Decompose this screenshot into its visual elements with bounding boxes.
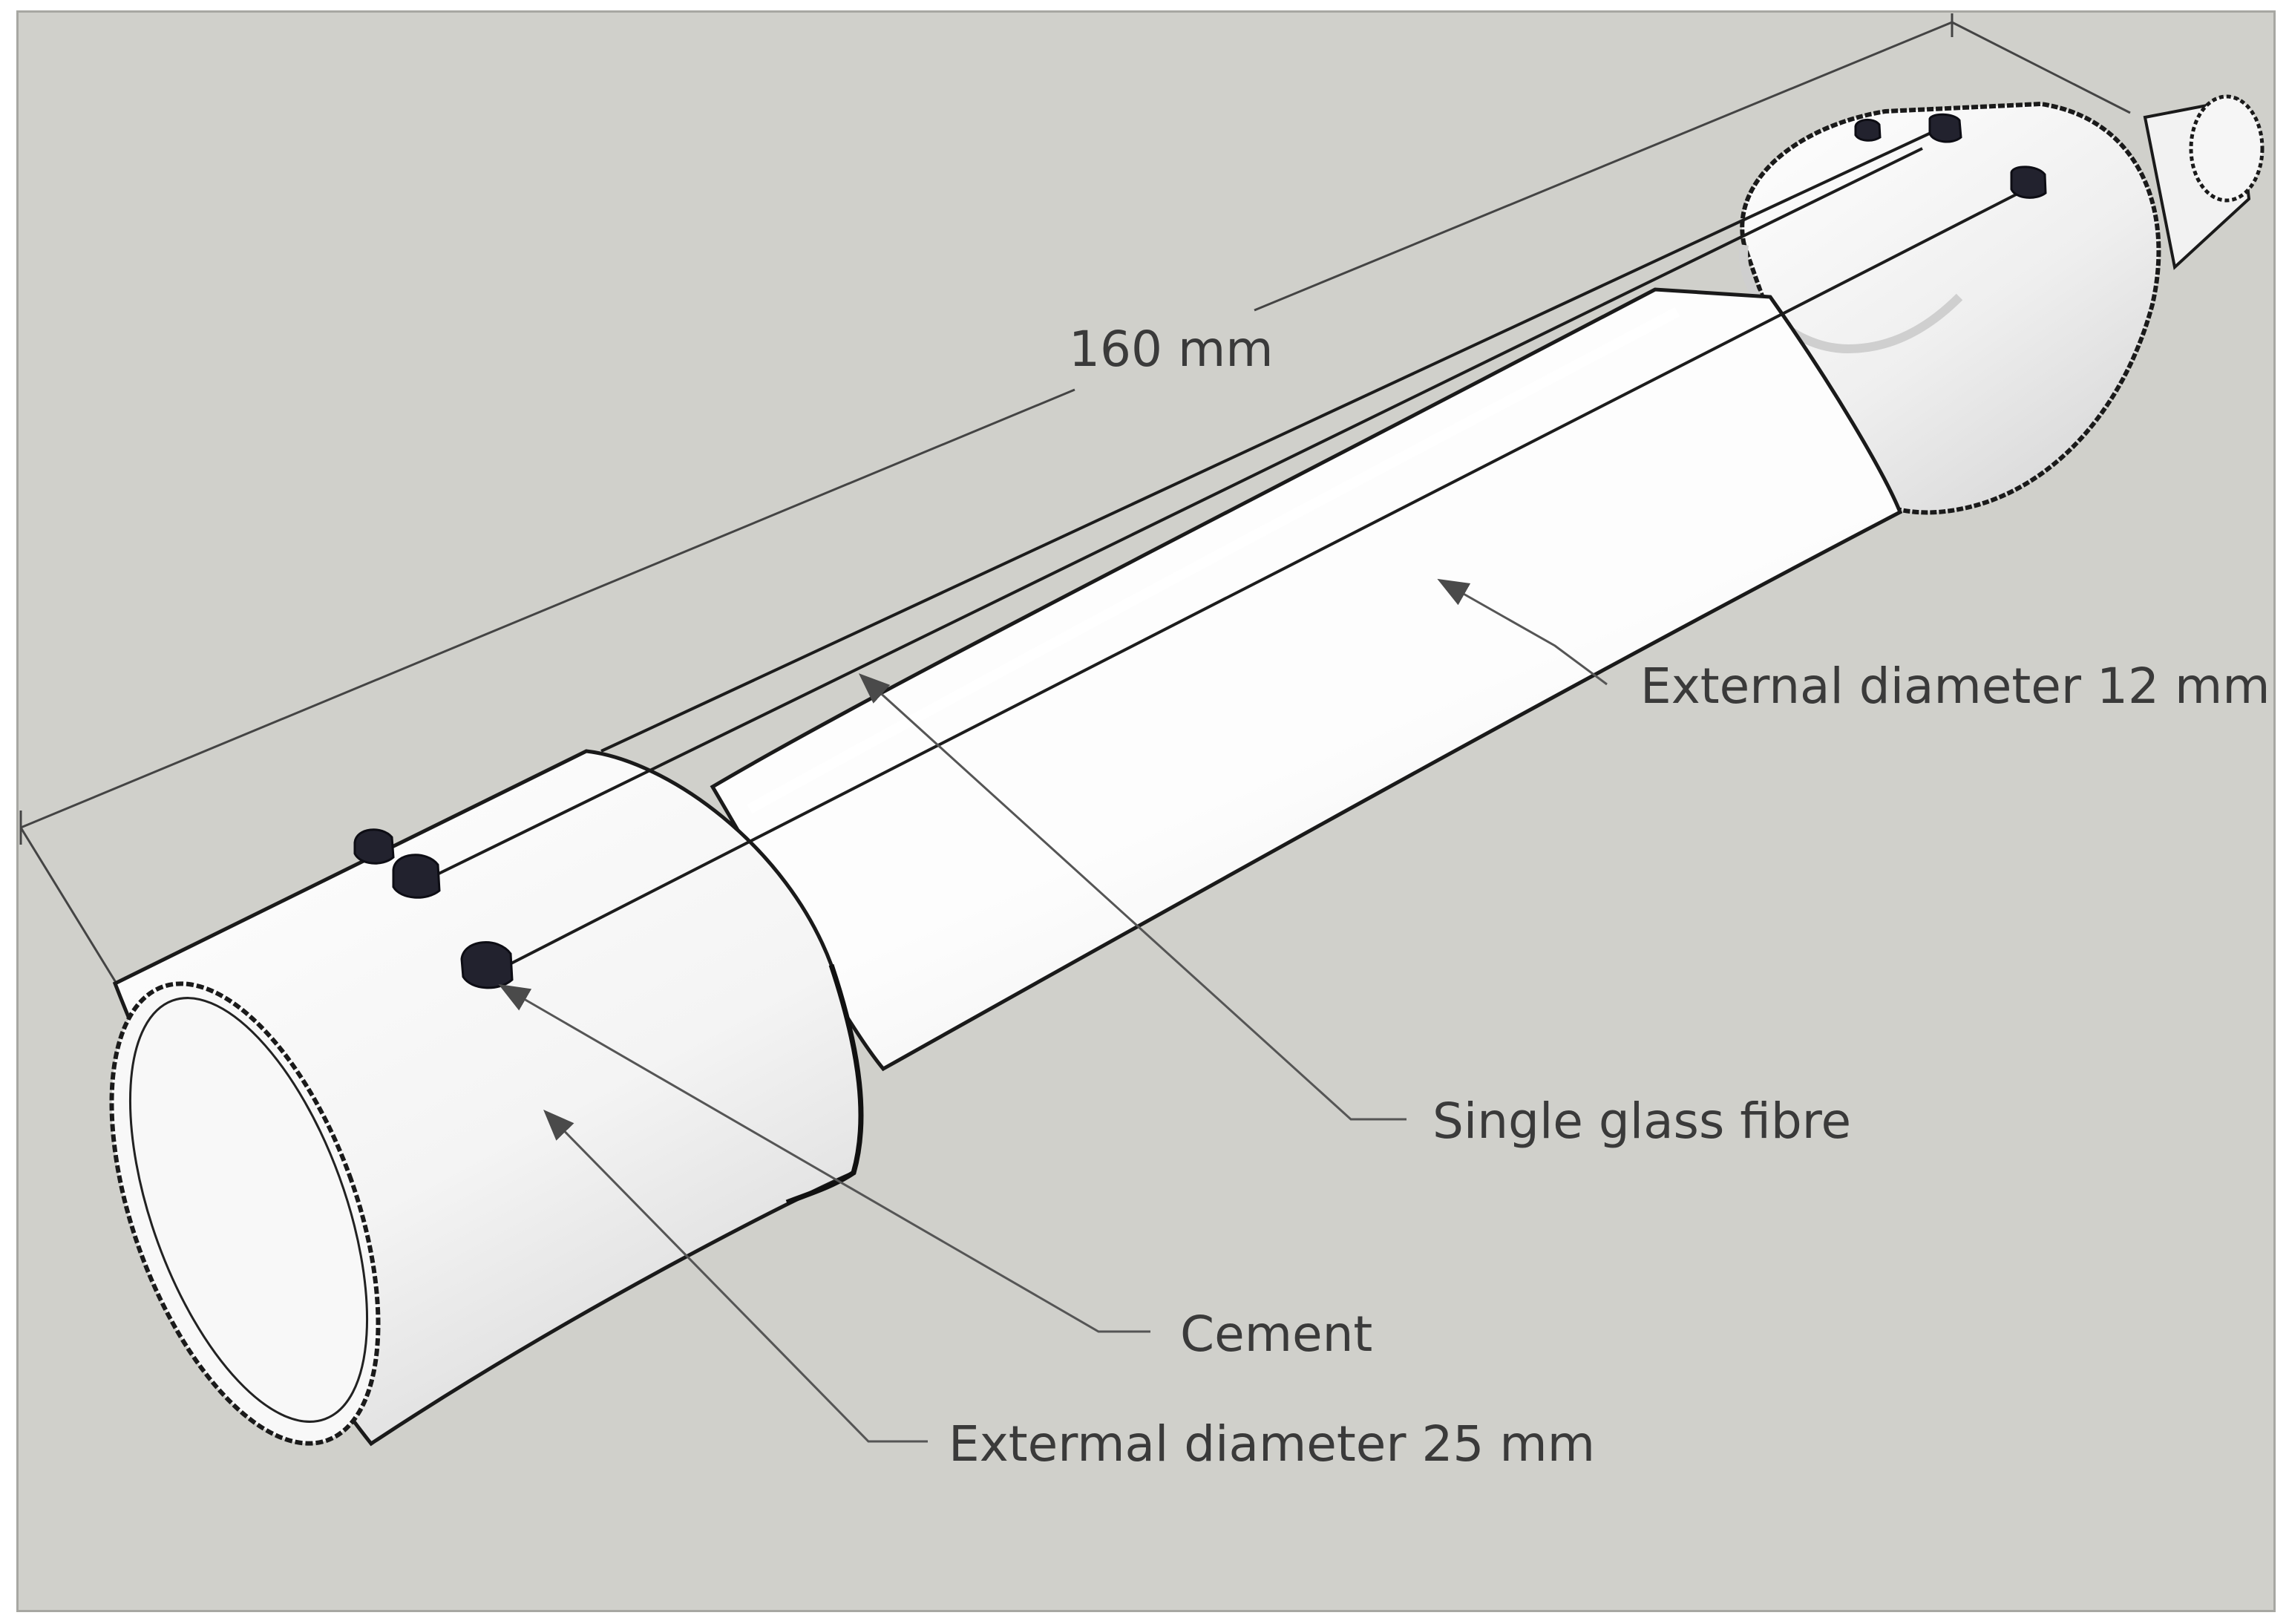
thin-tube	[710, 287, 1903, 1072]
dimension-lines	[19, 13, 2131, 988]
label-single-glass-fibre: Single glass fibre	[1432, 1093, 1851, 1150]
label-cement: Cement	[1180, 1306, 1372, 1363]
cement-blobs	[353, 113, 2047, 989]
leader-lines	[498, 578, 1608, 1443]
glass-fibres	[433, 128, 2027, 970]
dimension-length-label: 160 mm	[1069, 321, 1274, 378]
label-external-diameter-12: External diameter 12 mm	[1640, 658, 2270, 715]
left-large-cylinder	[109, 749, 864, 1447]
label-external-diameter-25: Extermal diameter 25 mm	[949, 1415, 1595, 1473]
right-end-tail	[2143, 94, 2265, 270]
